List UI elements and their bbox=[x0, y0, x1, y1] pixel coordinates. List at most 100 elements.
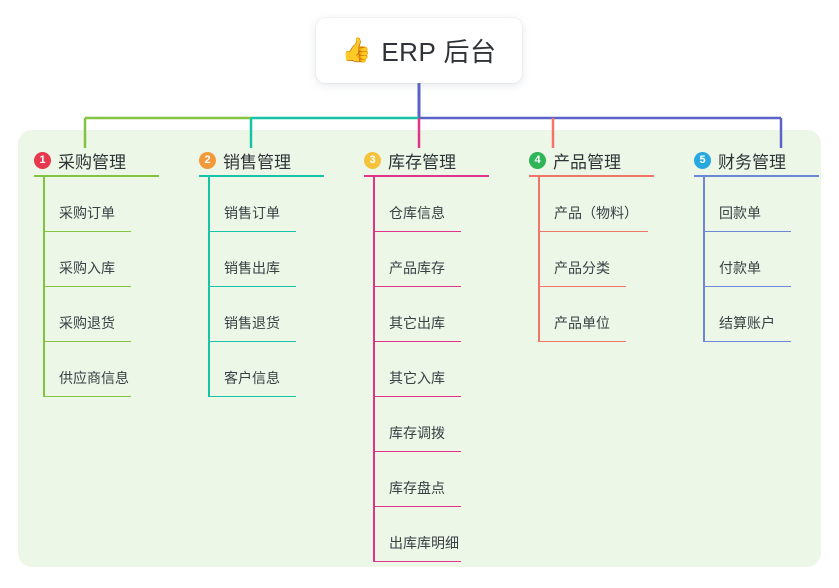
list-item-label: 采购订单 bbox=[59, 205, 115, 221]
list-item-label: 付款单 bbox=[719, 260, 761, 276]
column-title: 销售管理 bbox=[223, 152, 291, 172]
list-item-label: 产品库存 bbox=[389, 260, 445, 276]
list-item-label: 出库库明细 bbox=[389, 535, 459, 551]
column-items: 采购订单采购入库采购退货供应商信息 bbox=[34, 177, 199, 397]
column-items: 回款单付款单结算账户 bbox=[694, 177, 839, 342]
list-item-underline bbox=[538, 340, 626, 342]
list-item-underline bbox=[208, 340, 296, 342]
column-number-badge: 1 bbox=[34, 151, 51, 169]
list-item-underline bbox=[208, 230, 296, 232]
list-item-underline bbox=[43, 395, 131, 397]
list-item-label: 结算账户 bbox=[719, 315, 775, 331]
list-item[interactable]: 回款单 bbox=[694, 177, 839, 232]
column-spine bbox=[208, 177, 210, 397]
list-item[interactable]: 采购入库 bbox=[34, 232, 199, 287]
column-title: 采购管理 bbox=[58, 152, 126, 172]
list-item-label: 供应商信息 bbox=[59, 370, 129, 386]
list-item[interactable]: 仓库信息 bbox=[364, 177, 529, 232]
column-number-badge: 5 bbox=[694, 151, 711, 169]
thumbs-up-icon: 👍 bbox=[341, 36, 372, 64]
list-item[interactable]: 销售出库 bbox=[199, 232, 364, 287]
list-item-underline bbox=[43, 230, 131, 232]
column-header[interactable]: 4 产品管理 bbox=[529, 130, 694, 176]
list-item-underline bbox=[208, 395, 296, 397]
list-item[interactable]: 其它出库 bbox=[364, 287, 529, 342]
page-title: ERP 后台 bbox=[381, 37, 497, 67]
list-item[interactable]: 供应商信息 bbox=[34, 342, 199, 397]
list-item-label: 销售退货 bbox=[224, 315, 280, 331]
list-item-label: 库存调拨 bbox=[389, 425, 445, 441]
column-number-badge: 4 bbox=[529, 151, 546, 169]
column-underline bbox=[529, 175, 654, 177]
list-item-label: 客户信息 bbox=[224, 370, 280, 386]
list-item-underline bbox=[373, 560, 461, 562]
list-item[interactable]: 出库库明细 bbox=[364, 507, 529, 562]
list-item-label: 回款单 bbox=[719, 205, 761, 221]
column-title: 财务管理 bbox=[718, 152, 786, 172]
column-underline bbox=[694, 175, 819, 177]
column-产品管理: 4 产品管理产品（物料） 产品分类产品单位 bbox=[529, 130, 694, 342]
column-header[interactable]: 5 财务管理 bbox=[694, 130, 839, 176]
list-item-label: 库存盘点 bbox=[389, 480, 445, 496]
root-title-card[interactable]: 👍 ERP 后台 bbox=[316, 18, 522, 83]
list-item-underline bbox=[43, 340, 131, 342]
list-item[interactable]: 结算账户 bbox=[694, 287, 839, 342]
column-header[interactable]: 1 采购管理 bbox=[34, 130, 199, 176]
list-item-underline bbox=[703, 285, 791, 287]
list-item[interactable]: 采购退货 bbox=[34, 287, 199, 342]
list-item[interactable]: 产品库存 bbox=[364, 232, 529, 287]
column-underline bbox=[364, 175, 489, 177]
list-item-label: 销售订单 bbox=[224, 205, 280, 221]
list-item-underline bbox=[538, 285, 626, 287]
list-item-underline bbox=[373, 450, 461, 452]
list-item-label: 产品单位 bbox=[554, 315, 610, 331]
list-item-label: 采购入库 bbox=[59, 260, 115, 276]
content-panel bbox=[18, 130, 821, 567]
list-item-label: 销售出库 bbox=[224, 260, 280, 276]
list-item[interactable]: 库存盘点 bbox=[364, 452, 529, 507]
list-item[interactable]: 付款单 bbox=[694, 232, 839, 287]
list-item-label: 其它入库 bbox=[389, 370, 445, 386]
list-item-underline bbox=[373, 505, 461, 507]
list-item-underline bbox=[373, 285, 461, 287]
column-items: 仓库信息产品库存其它出库其它入库库存调拨库存盘点出库库明细 bbox=[364, 177, 529, 562]
list-item-label: 采购退货 bbox=[59, 315, 115, 331]
list-item[interactable]: 销售订单 bbox=[199, 177, 364, 232]
column-spine bbox=[373, 177, 375, 562]
column-underline bbox=[199, 175, 324, 177]
column-number-badge: 3 bbox=[364, 151, 381, 169]
list-item[interactable]: 其它入库 bbox=[364, 342, 529, 397]
list-item-underline bbox=[703, 340, 791, 342]
column-items: 销售订单销售出库销售退货客户信息 bbox=[199, 177, 364, 397]
list-item-underline bbox=[538, 230, 648, 232]
list-item[interactable]: 客户信息 bbox=[199, 342, 364, 397]
list-item[interactable]: 产品单位 bbox=[529, 287, 694, 342]
list-item[interactable]: 销售退货 bbox=[199, 287, 364, 342]
list-item-underline bbox=[208, 285, 296, 287]
list-item-label: 其它出库 bbox=[389, 315, 445, 331]
list-item-label: 产品（物料） bbox=[554, 205, 638, 221]
list-item-label: 产品分类 bbox=[554, 260, 610, 276]
column-items: 产品（物料） 产品分类产品单位 bbox=[529, 177, 694, 342]
column-财务管理: 5 财务管理回款单付款单结算账户 bbox=[694, 130, 839, 342]
list-item[interactable]: 库存调拨 bbox=[364, 397, 529, 452]
list-item-underline bbox=[43, 285, 131, 287]
list-item-underline bbox=[373, 230, 461, 232]
list-item-underline bbox=[373, 395, 461, 397]
list-item-underline bbox=[373, 340, 461, 342]
column-underline bbox=[34, 175, 159, 177]
list-item[interactable]: 产品分类 bbox=[529, 232, 694, 287]
column-spine bbox=[43, 177, 45, 397]
list-item[interactable]: 产品（物料） bbox=[529, 177, 694, 232]
column-spine bbox=[703, 177, 705, 342]
list-item-label: 仓库信息 bbox=[389, 205, 445, 221]
list-item[interactable]: 采购订单 bbox=[34, 177, 199, 232]
column-title: 产品管理 bbox=[553, 152, 621, 172]
column-spine bbox=[538, 177, 540, 342]
